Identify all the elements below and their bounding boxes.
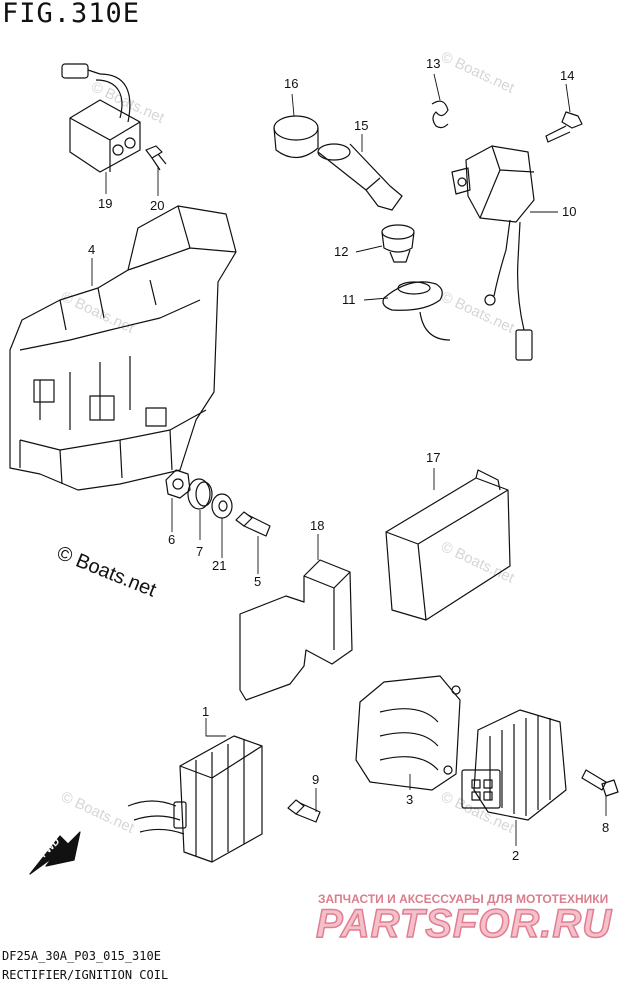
callout-1: 1 bbox=[202, 704, 209, 719]
part-21-washer bbox=[211, 493, 233, 519]
callout-13: 13 bbox=[426, 56, 440, 71]
part-17-cdi-unit bbox=[385, 469, 511, 621]
part-15-plug-cap bbox=[317, 143, 403, 211]
watermark: © Boats.net bbox=[438, 48, 517, 97]
part-12-grommet bbox=[381, 224, 415, 263]
shop-tagline: ЗАПЧАСТИ И АКСЕССУАРЫ ДЛЯ МОТОТЕХНИКИ bbox=[318, 892, 609, 906]
part-4-bracket bbox=[9, 205, 237, 491]
part-9-bolt bbox=[287, 799, 321, 823]
watermark: © Boats.net bbox=[438, 288, 517, 337]
callout-2: 2 bbox=[512, 848, 519, 863]
callout-7: 7 bbox=[196, 544, 203, 559]
callout-14: 14 bbox=[560, 68, 574, 83]
part-11-seal bbox=[382, 281, 443, 311]
part-19-relay bbox=[61, 63, 141, 173]
part-1-rectifier bbox=[127, 735, 263, 863]
callout-15: 15 bbox=[354, 118, 368, 133]
watermarks: © Boats.net © Boats.net © Boats.net © Bo… bbox=[58, 48, 517, 837]
callout-5: 5 bbox=[254, 574, 261, 589]
shop-logo: PARTSFOR.RU bbox=[315, 901, 613, 947]
leader-lines bbox=[91, 73, 607, 846]
watermark: © Boats.net bbox=[438, 538, 517, 587]
callout-20: 20 bbox=[150, 198, 164, 213]
part-7-grommet bbox=[187, 478, 213, 510]
figure-code: DF25A_30A_P03_015_310E bbox=[2, 949, 161, 963]
callout-11: 11 bbox=[342, 292, 356, 307]
figure-title: FIG.310E bbox=[2, 0, 141, 29]
figure-description: RECTIFIER/IGNITION COIL bbox=[2, 968, 169, 982]
part-6-nut bbox=[165, 469, 191, 499]
callout-8: 8 bbox=[602, 820, 609, 835]
part-10-ignition-coil bbox=[451, 145, 535, 361]
callout-4: 4 bbox=[88, 242, 95, 257]
callout-numbers: 1 2 3 4 5 6 7 8 9 10 11 12 13 14 15 16 1… bbox=[88, 56, 609, 863]
part-18-cover bbox=[239, 559, 353, 701]
callout-16: 16 bbox=[284, 76, 298, 91]
part-2-regulator bbox=[461, 709, 567, 821]
callout-18: 18 bbox=[310, 518, 324, 533]
part-13-clip bbox=[431, 100, 449, 129]
part-5-bolt bbox=[235, 511, 271, 537]
callout-12: 12 bbox=[334, 244, 348, 259]
callout-17: 17 bbox=[426, 450, 440, 465]
watermark: © Boats.net bbox=[58, 788, 137, 837]
callout-9: 9 bbox=[312, 772, 319, 787]
callout-21: 21 bbox=[212, 558, 226, 573]
high-tension-cord bbox=[419, 311, 451, 341]
part-14-bolt bbox=[545, 111, 583, 143]
part-16-cap bbox=[273, 115, 319, 159]
part-20-bolt bbox=[145, 145, 167, 171]
part-8-bolt bbox=[581, 769, 619, 797]
fwd-arrow-icon: FWD bbox=[29, 831, 81, 875]
callout-3: 3 bbox=[406, 792, 413, 807]
callout-19: 19 bbox=[98, 196, 112, 211]
watermark: © Boats.net bbox=[58, 288, 137, 337]
callout-6: 6 bbox=[168, 532, 175, 547]
callout-10: 10 bbox=[562, 204, 576, 219]
part-3-bracket bbox=[355, 675, 461, 791]
